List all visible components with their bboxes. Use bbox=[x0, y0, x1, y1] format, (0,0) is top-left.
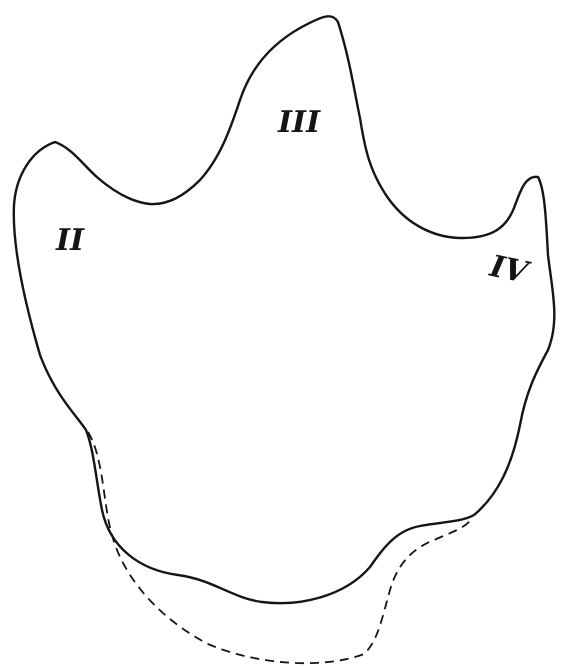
digit-label-iv: IV bbox=[486, 249, 533, 292]
dashed-secondary-outline bbox=[88, 432, 472, 663]
digit-label-iii: III bbox=[277, 105, 321, 140]
digit-label-ii: II bbox=[55, 223, 85, 258]
